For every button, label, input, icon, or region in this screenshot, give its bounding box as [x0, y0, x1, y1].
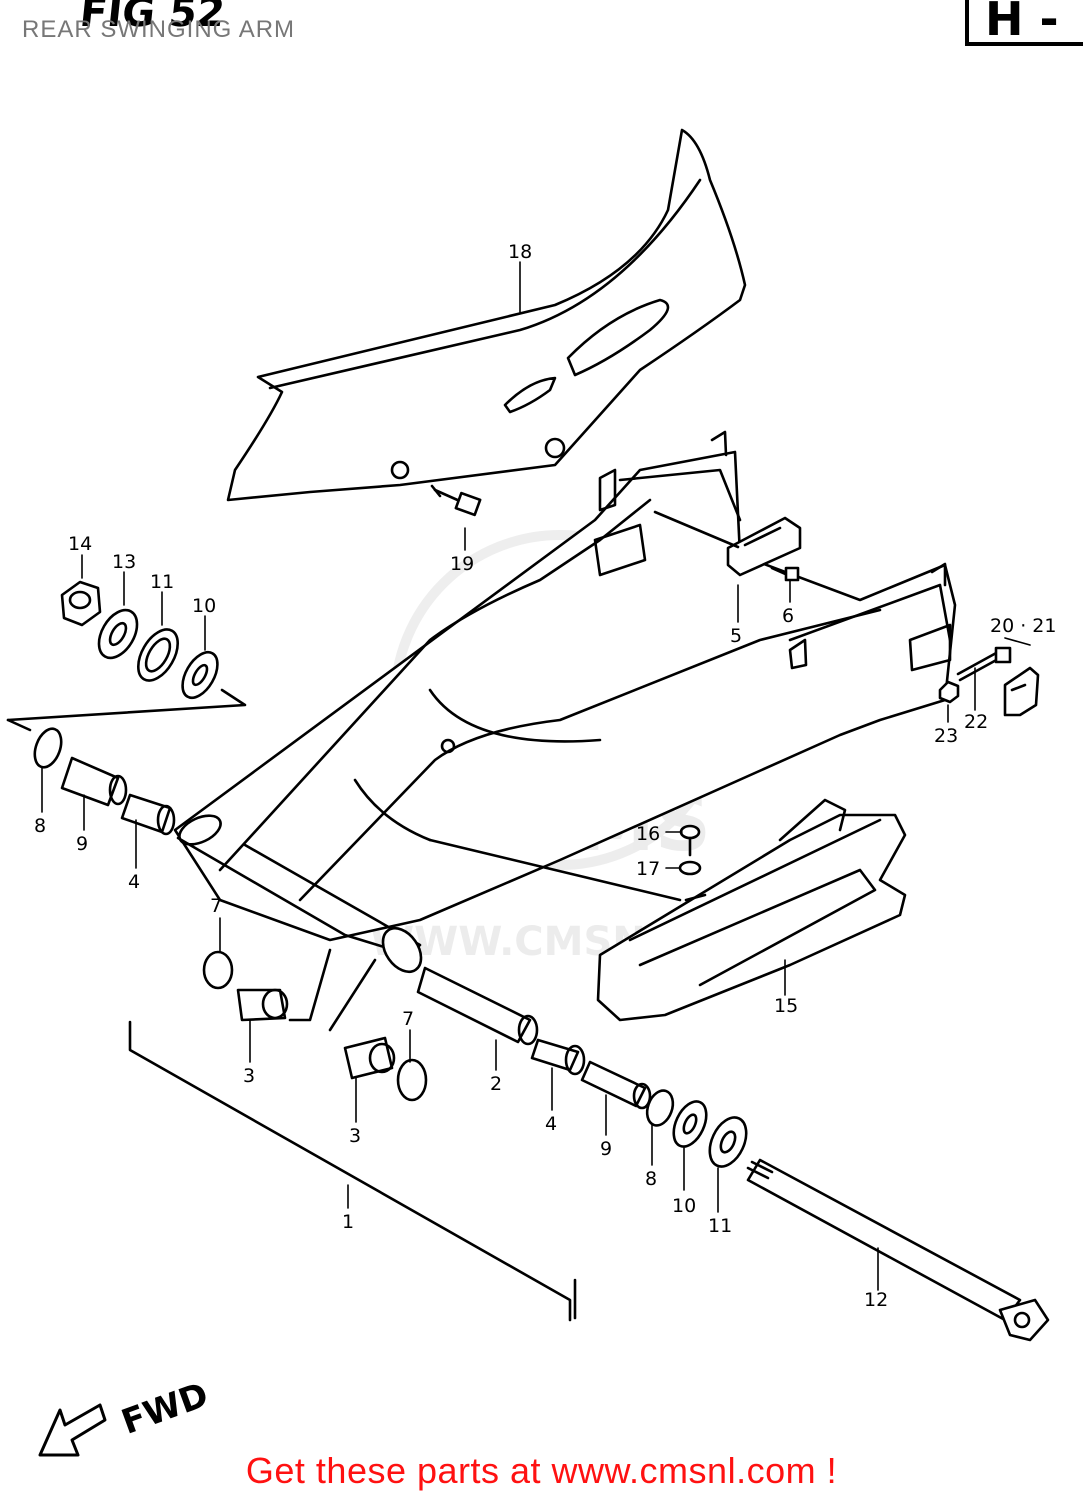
- page-caption: REAR SWINGING ARM: [22, 16, 296, 43]
- chain-guard-15: [596, 798, 907, 1022]
- seal-7b: [396, 1058, 428, 1102]
- fwd-arrow-icon: [38, 1403, 107, 1457]
- nut-23: [938, 680, 960, 704]
- washer-10b: [672, 1100, 708, 1148]
- callout-18: 18: [508, 241, 532, 263]
- callout-16: 16: [636, 823, 660, 845]
- callout-20-21: 20 · 21: [990, 615, 1056, 637]
- pivot-shaft-12: [746, 1158, 1050, 1342]
- nut-14: [60, 580, 102, 627]
- promo-link[interactable]: Get these parts at www.cmsnl.com !: [245, 1450, 838, 1491]
- adjuster-20-21: [1003, 666, 1040, 717]
- callout-19: 19: [450, 553, 474, 575]
- callout-labels: 18 19 14 13 11 10 5 6 20 · 21 23 22 8 9 …: [34, 241, 1056, 1443]
- callout-8: 8: [34, 815, 46, 837]
- bearing-4a: [120, 793, 176, 836]
- callout-3-lower: 3: [349, 1125, 361, 1147]
- callout-15: 15: [774, 995, 798, 1017]
- seal-8b: [645, 1089, 675, 1127]
- bearing-3b: [343, 1036, 396, 1080]
- leader-16-17: [428, 838, 682, 902]
- callout-11: 11: [150, 571, 174, 593]
- screw-16: [679, 824, 701, 857]
- leader-3b: [328, 958, 377, 1032]
- plate-5: [653, 510, 802, 577]
- washer-11b: [708, 1116, 748, 1168]
- callout-6: 6: [782, 605, 794, 627]
- fwd-label: FWD: [116, 1375, 213, 1443]
- callout-11-lower: 11: [708, 1215, 732, 1237]
- screw-6: [770, 566, 800, 582]
- washer-10a: [181, 650, 219, 700]
- callout-13: 13: [112, 551, 136, 573]
- callout-7-lower: 7: [402, 1008, 414, 1030]
- callout-14: 14: [68, 533, 92, 555]
- washer-13: [97, 608, 139, 660]
- bolt-19: [430, 484, 482, 517]
- callout-9: 9: [76, 833, 88, 855]
- callout-3: 3: [243, 1065, 255, 1087]
- bushing-9a: [60, 756, 128, 807]
- seal-8a: [33, 727, 63, 769]
- callout-2: 2: [490, 1073, 502, 1095]
- chain-cover-18: [226, 128, 747, 502]
- callout-17: 17: [636, 858, 660, 880]
- bearing-11a: [137, 628, 179, 682]
- guide-line: [6, 688, 247, 722]
- callout-7: 7: [210, 895, 222, 917]
- callout-4-lower: 4: [545, 1113, 557, 1135]
- callout-12: 12: [864, 1289, 888, 1311]
- callout-5: 5: [730, 625, 742, 647]
- seal-7a: [202, 950, 234, 990]
- callout-8-lower: 8: [645, 1168, 657, 1190]
- leader-3a: [288, 948, 332, 1022]
- pipe-2: [416, 966, 539, 1046]
- bearing-4b: [530, 1038, 586, 1076]
- guide-tail: [6, 718, 32, 732]
- callout-10: 10: [192, 595, 216, 617]
- callout-4: 4: [128, 871, 140, 893]
- callout-23: 23: [934, 725, 958, 747]
- section-label: H -: [985, 0, 1059, 46]
- leader-lines: [41, 261, 1031, 1291]
- swing-arm-1: [173, 430, 957, 973]
- callout-22: 22: [964, 711, 988, 733]
- section-box: H -: [965, 0, 1083, 46]
- bracket-1: [128, 1020, 572, 1322]
- callout-9-lower: 9: [600, 1138, 612, 1160]
- bushing-9b: [580, 1060, 652, 1110]
- callout-1: 1: [342, 1211, 354, 1233]
- bearing-3a: [236, 988, 289, 1022]
- callout-10-lower: 10: [672, 1195, 696, 1217]
- bolt-22: [956, 646, 1012, 682]
